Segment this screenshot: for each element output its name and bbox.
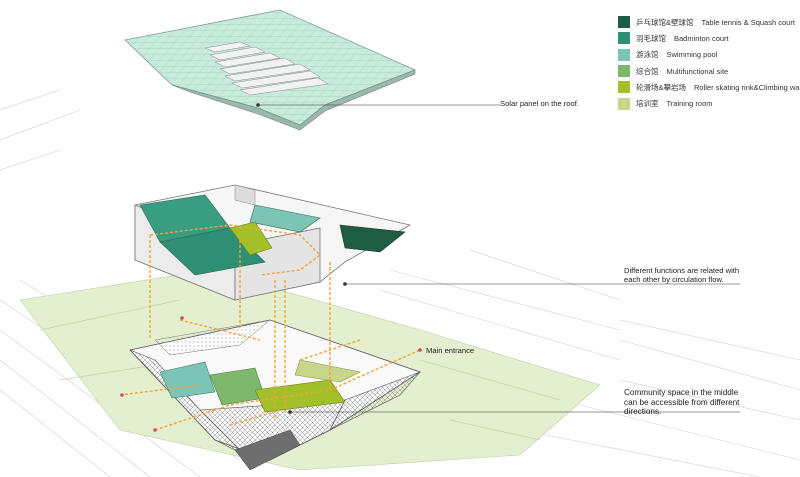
main-entrance-label: Main entrance xyxy=(426,346,475,355)
legend-label-en: Multifunctional site xyxy=(666,66,729,76)
legend-swatch xyxy=(618,97,630,110)
legend-item: 游泳馆 Swimming pool xyxy=(618,47,798,63)
community-annotation-line: directions. xyxy=(624,407,662,416)
legend-item: 轮滑场&攀岩场 Roller skating rink&Climbing wall xyxy=(618,79,800,95)
community-annotation: Community space in the middle can be acc… xyxy=(624,388,774,417)
circulation-annotation-line: each other by circulation flow. xyxy=(624,275,724,284)
legend-swatch xyxy=(618,16,630,29)
solar-panel-annotation: Solar panel on the roof. xyxy=(500,99,579,108)
legend-label-zh: 羽毛球馆 xyxy=(636,33,666,43)
legend-swatch xyxy=(618,65,630,78)
roof-solar-slab xyxy=(124,9,417,131)
community-annotation-line: can be accessible from different xyxy=(624,397,740,407)
training-zone xyxy=(229,221,273,256)
annotation-leaders xyxy=(256,103,740,414)
legend-label-en: Badminton court xyxy=(674,33,729,43)
circulation-flows xyxy=(119,224,421,431)
legend-label-zh: 培训室 xyxy=(636,99,659,109)
legend-swatch xyxy=(618,32,630,45)
solar-panel-rows xyxy=(204,41,329,96)
pool-zone xyxy=(249,204,321,233)
legend-swatch xyxy=(618,81,630,94)
legend-label-en: Table tennis & Squash court xyxy=(701,17,795,27)
legend-label-zh: 综合馆 xyxy=(636,66,659,76)
legend-item: 培训室 Training room xyxy=(618,95,798,111)
legend-label-zh: 乒乓球馆&壁球馆 xyxy=(636,17,694,27)
circulation-annotation: Different functions are related with eac… xyxy=(624,266,774,284)
legend-label-zh: 轮滑场&攀岩场 xyxy=(636,82,687,92)
legend-label-en: Training room xyxy=(666,99,713,109)
legend-item: 乒乓球馆&壁球馆 Table tennis & Squash court xyxy=(618,14,798,30)
community-annotation-line: Community space in the middle xyxy=(624,388,739,397)
legend-item: 综合馆 Multifunctional site xyxy=(618,63,798,79)
roller-zone xyxy=(254,379,346,413)
legend-label-en: Roller skating rink&Climbing wall xyxy=(694,82,800,92)
upper-floor-block xyxy=(134,184,412,301)
pool-lower-zone xyxy=(159,361,216,399)
entrance-markers xyxy=(120,316,422,432)
function-legend: 乒乓球馆&壁球馆 Table tennis & Squash court 羽毛球馆… xyxy=(618,14,800,112)
squash-zone xyxy=(339,224,406,253)
legend-swatch xyxy=(618,48,630,61)
legend-item: 羽毛球馆 Badminton court xyxy=(618,30,798,46)
legend-label-en: Swimming pool xyxy=(666,50,718,60)
circulation-annotation-line: Different functions are related with xyxy=(624,266,740,275)
legend-label-zh: 游泳馆 xyxy=(636,50,659,60)
